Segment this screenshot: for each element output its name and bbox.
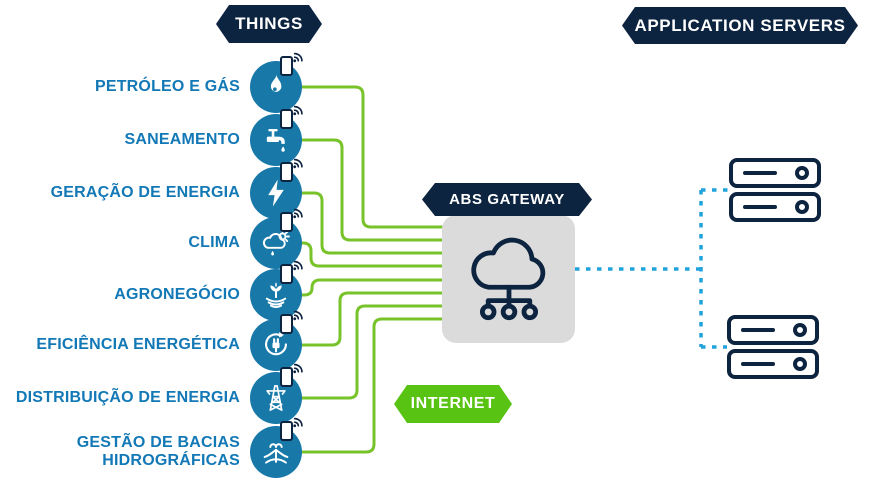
internet-label: INTERNET [410,395,496,412]
thing-saneamento [250,114,302,166]
application-servers-banner: APPLICATION SERVERS [622,7,858,44]
dashed-wire-group [575,188,729,349]
river-basin-icon [263,443,289,464]
wifi-icon [293,105,303,116]
wire-saneamento [300,138,446,242]
server-bay [729,158,821,188]
wire-agronegocio [300,278,446,297]
iot-sensor-icon [280,314,293,334]
iot-sensor-icon [280,212,293,232]
server-slot-line [743,205,777,209]
green-wire-group [300,85,446,454]
things-title: THINGS [235,14,303,33]
thing-distribuicao-de-energia [250,372,302,424]
server-bay [727,349,819,379]
thing-eficiencia-energetica [250,319,302,371]
label-distribuicao-de-energia: DISTRIBUIÇÃO DE ENERGIA [15,389,240,406]
wire-distribuicao [300,304,446,400]
iot-sensor-icon [280,264,293,284]
wifi-icon [293,417,303,428]
label-eficiencia-energetica: EFICIÊNCIA ENERGÉTICA [36,336,240,353]
wifi-icon [293,208,303,219]
wire-clima [300,241,446,268]
wire-geracao [300,191,446,255]
server-slot-line [741,362,775,366]
wifi-icon [293,158,303,169]
label-saneamento: SANEAMENTO [124,131,240,148]
wifi-icon [293,260,303,271]
wire-eficiencia [300,291,446,347]
wire-gateway-to-servers [575,188,729,349]
wifi-icon [293,310,303,321]
label-agronegocio: AGRONEGÓCIO [114,286,240,303]
server-led-icon [793,357,807,371]
thing-clima [250,217,302,269]
wire-petroleo [300,85,446,229]
server-slot-line [741,328,775,332]
application-server-1 [729,158,821,222]
label-petroleo-e-gas: PETRÓLEO E GÁS [94,78,240,95]
thing-gestao-de-bacias [250,426,302,478]
thing-agronegocio [250,269,302,321]
label-clima: CLIMA [188,234,240,251]
abs-gateway-title: ABS GATEWAY [449,191,565,208]
server-led-icon [793,323,807,337]
server-bay [729,192,821,222]
internet-banner: INTERNET [394,385,512,423]
abs-gateway-box [442,215,575,343]
wifi-icon [293,52,303,63]
thing-geracao-de-energia [250,167,302,219]
iot-sensor-icon [280,162,293,182]
transmission-tower-icon [266,385,286,411]
application-servers-title: APPLICATION SERVERS [634,15,846,35]
application-server-2 [727,315,819,379]
crop-icon [265,282,287,309]
iot-sensor-icon [280,56,293,76]
cloud-network-icon [470,237,545,321]
iot-sensor-icon [280,421,293,441]
server-bay [727,315,819,345]
label-gestao-de-bacias: GESTÃO DE BACIAS HIDROGRÁFICAS [76,434,240,469]
things-banner: THINGS [216,5,322,43]
server-slot-line [743,171,777,175]
server-led-icon [795,166,809,180]
iot-sensor-icon [280,109,293,129]
flame-icon [270,74,282,92]
wifi-icon [293,363,303,374]
label-geracao-de-energia: GERAÇÃO DE ENERGIA [50,184,240,201]
server-led-icon [795,200,809,214]
thing-petroleo-e-gas [250,61,302,113]
wire-gestao [300,317,446,454]
lightning-icon [268,179,284,207]
energy-efficiency-icon [265,331,287,356]
faucet-icon [266,128,285,152]
abs-gateway-banner: ABS GATEWAY [422,183,592,216]
iot-sensor-icon [280,367,293,387]
